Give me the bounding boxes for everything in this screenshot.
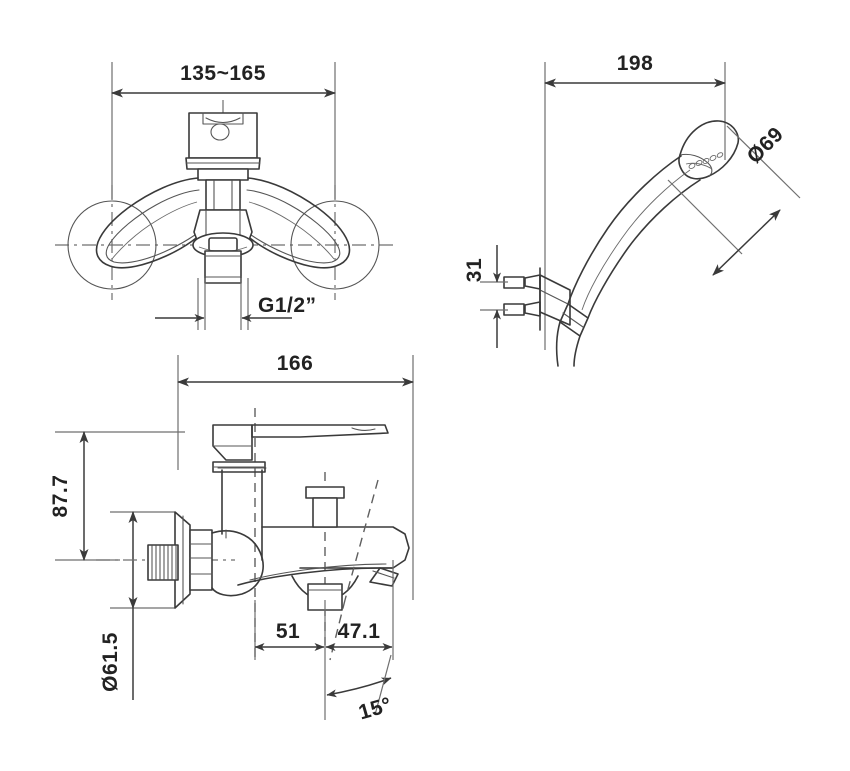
thread-hatching xyxy=(151,545,177,580)
nozzle-hole xyxy=(688,163,696,169)
shower-handle-outer xyxy=(567,155,682,305)
side-elevation-view: 166 87.7 Ø61.5 xyxy=(49,352,414,724)
body-arm-right-detail xyxy=(248,201,335,260)
cartridge-housing xyxy=(188,112,258,159)
angle-ref-dashed-upper xyxy=(344,479,379,601)
body-arm-right-outer xyxy=(238,177,351,269)
dim-label-inlet-spacing: 135~165 xyxy=(180,62,266,85)
body-arm-right-inner xyxy=(239,189,341,264)
nozzle-hole xyxy=(716,152,724,158)
dim-label-handle-height: 87.7 xyxy=(49,475,72,518)
spout-inner-line xyxy=(249,563,387,581)
front-elevation-view: 135~165 xyxy=(55,62,395,330)
aerator-edge xyxy=(372,570,395,579)
spray-face-edge xyxy=(679,153,713,177)
neck-base xyxy=(197,168,249,181)
dim-label-spout-offset: 47.1 xyxy=(338,620,381,643)
spout-aerator xyxy=(369,567,399,587)
stem xyxy=(205,179,241,211)
bracket-mid-line xyxy=(539,289,569,305)
dim-label-diverter-offset: 51 xyxy=(276,620,300,643)
nozzle-hole xyxy=(695,160,703,166)
shower-head-outer-top xyxy=(679,120,740,177)
diverter-knob-stem xyxy=(312,497,338,528)
body-arm-left-inner xyxy=(105,189,207,264)
flange-circle-right xyxy=(290,200,380,290)
cartridge-top-curve xyxy=(205,117,241,124)
hose-edge-left xyxy=(555,321,561,367)
dim-label-bracket-height: 31 xyxy=(463,258,486,282)
ext-d69-upper xyxy=(726,125,801,199)
hand-shower-view: 198 31 xyxy=(463,52,801,367)
diverter-knob-cap xyxy=(305,486,345,499)
dim-label-shower-length: 198 xyxy=(617,52,654,75)
dim-label-overall-projection: 166 xyxy=(277,352,314,375)
flange-circle-left xyxy=(67,200,157,290)
hex-nut xyxy=(189,529,213,591)
ext-angle-ref xyxy=(374,654,392,716)
shower-handle-centerline xyxy=(581,169,691,311)
bracket-screw-upper xyxy=(503,276,525,289)
spout-lower-profile xyxy=(237,567,394,586)
body-arm-left-outer xyxy=(95,177,208,269)
hose-edge-right xyxy=(573,335,581,367)
shower-handle-inner xyxy=(587,179,701,319)
lever-base-collar xyxy=(212,461,266,473)
dim-line-spray-diameter xyxy=(712,209,781,276)
lever-handle-tip-detail xyxy=(351,427,376,431)
bracket-screw-lower xyxy=(503,303,525,316)
dim-arc-spout-angle xyxy=(326,677,392,698)
bracket-pin-lower xyxy=(524,301,541,317)
hex-nut-faces xyxy=(189,543,213,575)
handle-end-band xyxy=(562,312,584,328)
lever-handle-arm xyxy=(251,424,389,438)
nozzle-hole xyxy=(709,155,717,161)
nozzle-hole xyxy=(702,158,710,164)
body-arm-left-detail xyxy=(111,201,198,260)
dim-label-flange-diameter: Ø61.5 xyxy=(99,632,122,692)
diverter-button xyxy=(208,237,238,252)
shower-head-outer-bottom xyxy=(678,154,710,180)
lever-handle-body xyxy=(212,424,253,461)
outlet-bands xyxy=(204,255,242,278)
spray-face-inner xyxy=(685,162,713,170)
dim-label-inlet-thread: G1/2” xyxy=(258,294,317,317)
cartridge-screw-hole xyxy=(210,123,230,141)
bracket-pin-upper xyxy=(524,274,541,290)
